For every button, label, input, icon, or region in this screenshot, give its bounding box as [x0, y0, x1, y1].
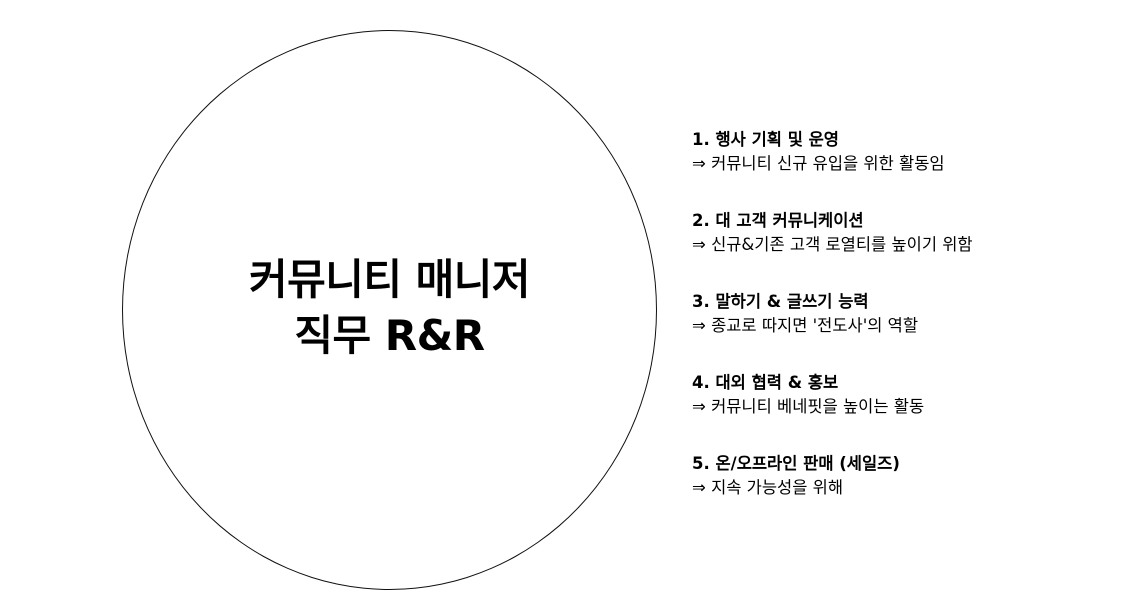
diagram-title: 커뮤니티 매니저 직무 R&R: [122, 252, 657, 364]
responsibility-list: 1. 행사 기획 및 운영 ⇒ 커뮤니티 신규 유입을 위한 활동임 2. 대 …: [692, 128, 1132, 533]
list-item: 1. 행사 기획 및 운영 ⇒ 커뮤니티 신규 유입을 위한 활동임: [692, 128, 1132, 176]
item-description: ⇒ 지속 가능성을 위해: [692, 478, 843, 497]
item-description: ⇒ 신규&기존 고객 로열티를 높이기 위함: [692, 235, 973, 254]
diagram-title-line-1: 커뮤니티 매니저: [248, 255, 531, 304]
diagram-title-line-2: 직무 R&R: [294, 311, 485, 360]
list-item: 2. 대 고객 커뮤니케이션 ⇒ 신규&기존 고객 로열티를 높이기 위함: [692, 209, 1132, 257]
title-circle: [122, 30, 657, 590]
item-description: ⇒ 커뮤니티 베네핏을 높이는 활동: [692, 397, 925, 416]
item-title: 1. 행사 기획 및 운영: [692, 130, 839, 149]
item-title: 3. 말하기 & 글쓰기 능력: [692, 292, 869, 311]
item-title: 2. 대 고객 커뮤니케이션: [692, 211, 864, 230]
item-title: 4. 대외 협력 & 홍보: [692, 373, 839, 392]
item-description: ⇒ 종교로 따지면 '전도사'의 역할: [692, 316, 919, 335]
item-description: ⇒ 커뮤니티 신규 유입을 위한 활동임: [692, 154, 945, 173]
list-item: 4. 대외 협력 & 홍보 ⇒ 커뮤니티 베네핏을 높이는 활동: [692, 371, 1132, 419]
item-title: 5. 온/오프라인 판매 (세일즈): [692, 454, 900, 473]
list-item: 3. 말하기 & 글쓰기 능력 ⇒ 종교로 따지면 '전도사'의 역할: [692, 290, 1132, 338]
list-item: 5. 온/오프라인 판매 (세일즈) ⇒ 지속 가능성을 위해: [692, 452, 1132, 500]
